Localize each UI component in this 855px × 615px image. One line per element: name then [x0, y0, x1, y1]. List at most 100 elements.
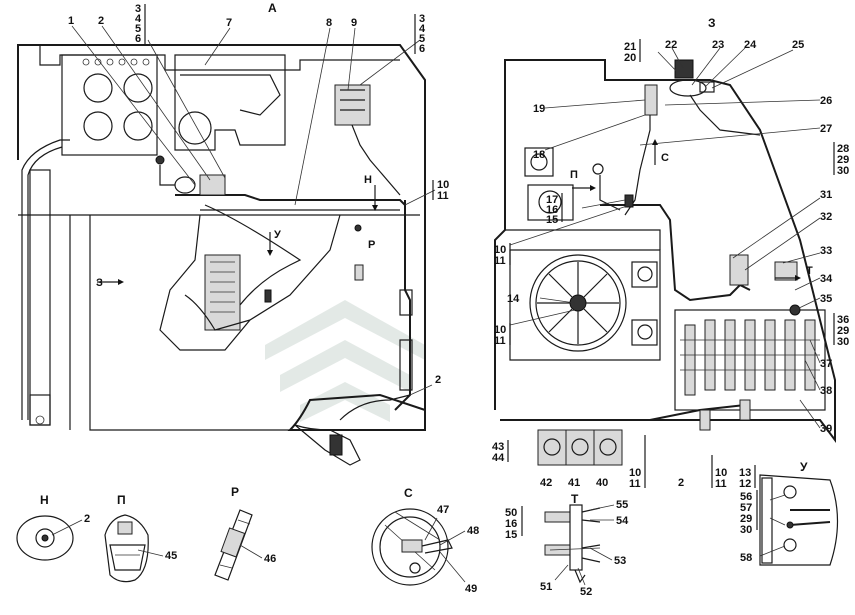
- detail-u-title: У: [800, 460, 808, 474]
- callout-5: 5: [135, 23, 141, 35]
- callout-11-left: 11: [437, 190, 449, 202]
- callout-10-right-b: 10: [494, 324, 506, 336]
- callout-11-right-c: 11: [629, 478, 641, 490]
- detail-u-callout-58: 58: [740, 552, 752, 564]
- callout-26: 26: [820, 95, 832, 107]
- callout-13: 13: [739, 467, 751, 479]
- callout-38: 38: [820, 385, 832, 397]
- view-arrows-right: [572, 139, 801, 281]
- detail-u: [759, 474, 839, 566]
- callout-23: 23: [712, 39, 724, 51]
- detail-t-callout-16: 16: [505, 518, 517, 530]
- detail-s-callout-47: 47: [437, 504, 449, 516]
- detail-h-callout-2: 2: [84, 513, 90, 525]
- callout-22: 22: [665, 39, 677, 51]
- callout-30b: 30: [837, 336, 849, 348]
- callout-12: 12: [739, 478, 751, 490]
- detail-p-title: П: [117, 493, 126, 507]
- detail-u-callout-30: 30: [740, 524, 752, 536]
- view-z-title: З: [708, 16, 716, 30]
- detail-p-callout-45: 45: [165, 550, 177, 562]
- callout-27: 27: [820, 123, 832, 135]
- detail-t-callout-54: 54: [616, 515, 629, 527]
- callout-14: 14: [507, 293, 520, 305]
- callout-37: 37: [820, 358, 832, 370]
- detail-h: [16, 515, 83, 561]
- detail-t-callout-53: 53: [614, 555, 626, 567]
- callout-4b: 4: [419, 23, 426, 35]
- view-u-arrow-label: У: [274, 229, 281, 241]
- detail-r-title: Р: [231, 485, 239, 499]
- callout-6b: 6: [419, 43, 425, 55]
- callout-4: 4: [135, 13, 142, 25]
- detail-t-callout-50: 50: [505, 507, 517, 519]
- detail-s-callout-48: 48: [467, 525, 479, 537]
- callout-6: 6: [135, 33, 141, 45]
- detail-p: [104, 514, 164, 583]
- callout-25: 25: [792, 39, 804, 51]
- view-z-arrow-label: З: [96, 277, 103, 289]
- callout-21: 21: [624, 41, 636, 53]
- callout-42: 42: [540, 477, 552, 489]
- callout-11-right-d: 11: [715, 478, 727, 490]
- detail-t-callout-52: 52: [580, 586, 592, 598]
- view-arrows-left: [97, 185, 378, 285]
- callout-39: 39: [820, 423, 832, 435]
- view-a-drawing: [17, 44, 426, 466]
- detail-t-callout-55: 55: [616, 499, 628, 511]
- callout-10-right-a: 10: [494, 244, 506, 256]
- callout-20: 20: [624, 52, 636, 64]
- callout-31: 31: [820, 189, 832, 201]
- callout-11-right-b: 11: [494, 335, 506, 347]
- view-h-arrow-label: Н: [364, 174, 372, 186]
- detail-h-title: Н: [40, 493, 49, 507]
- callout-2: 2: [98, 15, 104, 27]
- detail-u-callout-29: 29: [740, 513, 752, 525]
- callout-33: 33: [820, 245, 832, 257]
- callout-41: 41: [568, 477, 580, 489]
- detail-t: [544, 504, 615, 586]
- view-a-title: А: [268, 1, 277, 15]
- callout-2-right: 2: [678, 477, 684, 489]
- view-t-arrow-label: Т: [806, 265, 813, 277]
- callout-5b: 5: [419, 33, 425, 45]
- callout-44: 44: [492, 452, 505, 464]
- callout-40: 40: [596, 477, 608, 489]
- detail-r-callout-46: 46: [264, 553, 276, 565]
- leader-lines-left: [71, 25, 436, 396]
- callout-10-left: 10: [437, 179, 449, 191]
- detail-u-callout-56: 56: [740, 491, 752, 503]
- callout-29b: 29: [837, 325, 849, 337]
- detail-t-callout-15: 15: [505, 529, 517, 541]
- view-s-arrow-label: С: [661, 152, 669, 164]
- callout-19: 19: [533, 103, 545, 115]
- detail-t-callout-51: 51: [540, 581, 552, 593]
- detail-s-callout-49: 49: [465, 583, 477, 595]
- callout-30: 30: [837, 165, 849, 177]
- callout-3b: 3: [419, 13, 425, 25]
- detail-r: [214, 509, 263, 581]
- view-z-drawing: [494, 59, 836, 466]
- detail-u-callout-57: 57: [740, 502, 752, 514]
- detail-t-title: Т: [571, 492, 579, 506]
- callout-16: 16: [546, 204, 558, 216]
- leader-lines-right: [509, 47, 821, 429]
- view-p-arrow-label: П: [570, 169, 578, 181]
- callout-29: 29: [837, 154, 849, 166]
- callout-3: 3: [135, 3, 141, 15]
- callout-36: 36: [837, 314, 849, 326]
- callout-9: 9: [351, 17, 357, 29]
- callout-10-right-c: 10: [629, 467, 641, 479]
- callout-8: 8: [326, 17, 332, 29]
- callout-10-right-d: 10: [715, 467, 727, 479]
- detail-s: [371, 508, 466, 586]
- callout-35: 35: [820, 293, 832, 305]
- callout-11-right-a: 11: [494, 255, 506, 267]
- callout-1: 1: [68, 15, 74, 27]
- view-r-mark-label: Р: [368, 239, 375, 251]
- callout-24: 24: [744, 39, 757, 51]
- callout-34: 34: [820, 273, 833, 285]
- detail-s-title: С: [404, 486, 413, 500]
- callout-15: 15: [546, 214, 558, 226]
